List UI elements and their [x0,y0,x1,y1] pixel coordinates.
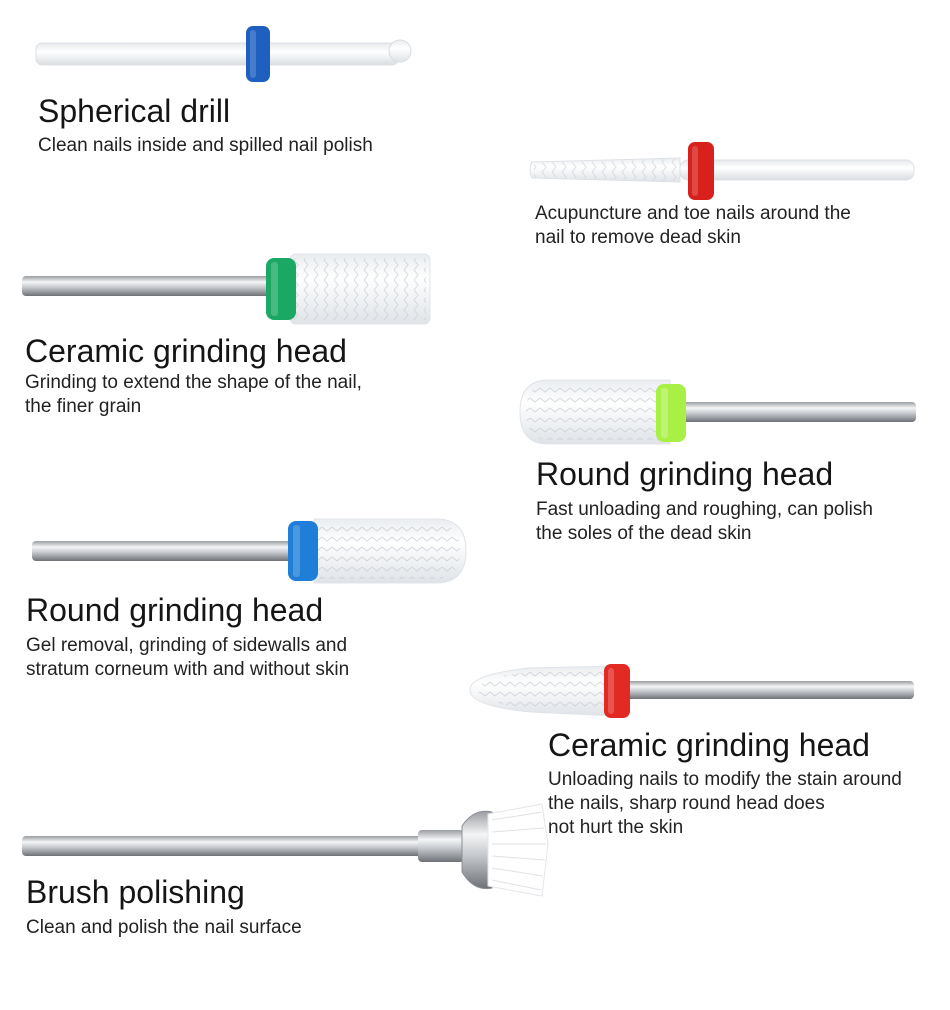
spherical-drill-bit-image [35,24,416,84]
round-grinding-head-description-left: Gel removal, grinding of sidewalls and s… [26,635,350,680]
round-grinding-head-description-right: Fast unloading and roughing, can polish … [536,499,873,544]
ceramic-grinding-head-title: Ceramic grinding head [25,333,347,369]
flame-ceramic-grinding-head-description: Unloading nails to modify the stain arou… [548,769,902,838]
ceramic-grinding-head-description: Grinding to extend the shape of the nail… [25,372,362,417]
needle-bit-description: Acupuncture and toe nails around the nai… [535,203,851,248]
ceramic-grinding-head-bit-image [22,250,434,330]
brush-polishing-title: Brush polishing [26,874,245,910]
round-grinding-head-bit-left-image [32,515,472,587]
round-grinding-head-bit-right-image [519,376,920,450]
flame-ceramic-grinding-head-title: Ceramic grinding head [548,727,870,763]
brush-polishing-bit-image [22,800,552,900]
spherical-drill-description: Clean nails inside and spilled nail poli… [38,135,373,156]
round-grinding-head-title-left: Round grinding head [26,592,324,628]
spherical-drill-title: Spherical drill [38,93,231,129]
round-grinding-head-title-right: Round grinding head [536,456,834,492]
flame-ceramic-grinding-head-bit-image [469,660,920,724]
needle-bit-image [529,142,920,202]
brush-polishing-description: Clean and polish the nail surface [26,917,302,938]
